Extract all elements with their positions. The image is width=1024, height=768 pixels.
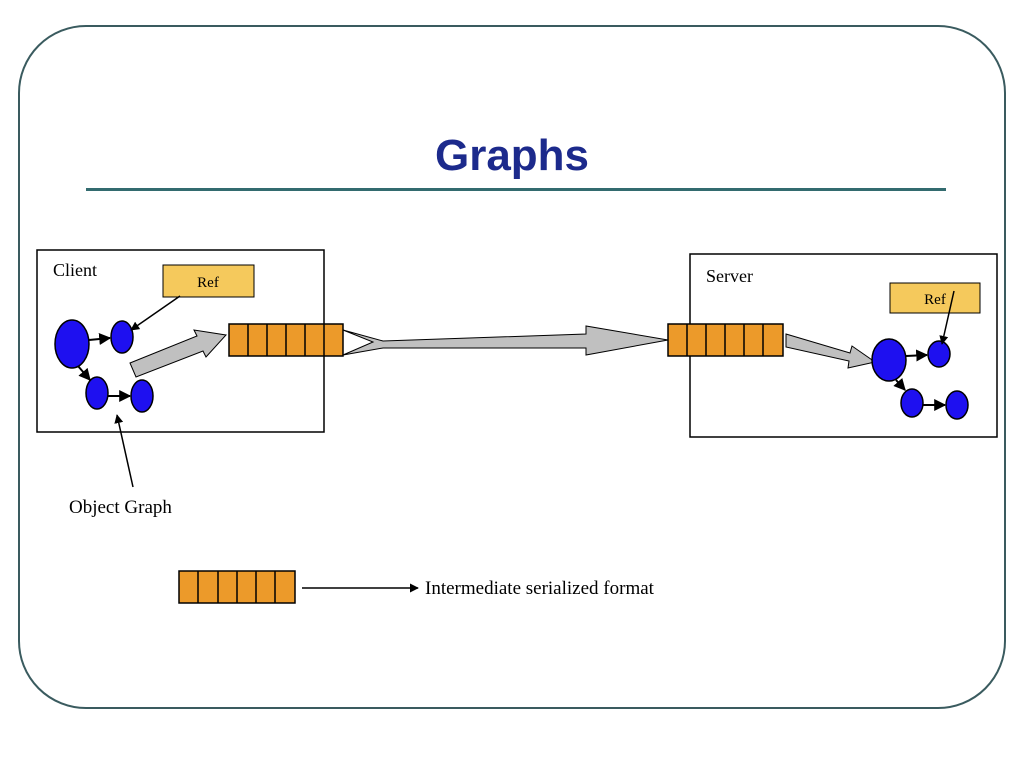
client-node-4 — [130, 379, 154, 413]
client-to-buffer-arrow — [129, 329, 227, 378]
title-underline — [86, 188, 946, 191]
buffer-to-server-arrow — [785, 333, 877, 369]
server-node-3 — [900, 388, 924, 418]
legend-buffer-swatch — [178, 570, 296, 604]
server-ref-label: Ref — [924, 292, 946, 308]
server-ref-box — [889, 282, 981, 314]
object-graph-pointer — [114, 414, 134, 488]
client-ref-label: Ref — [197, 275, 219, 291]
server-ref-pointer — [939, 290, 955, 345]
server-node-2 — [927, 340, 951, 368]
legend-label: Intermediate serialized format — [425, 578, 655, 599]
client-edge-2 — [77, 365, 91, 381]
client-serialized-buffer — [228, 323, 344, 357]
client-edge-1 — [88, 333, 112, 345]
server-serialized-buffer — [667, 323, 784, 357]
server-label: Server — [706, 266, 753, 286]
slide-title: Graphs — [434, 131, 590, 180]
client-label: Client — [53, 260, 97, 280]
client-ref-pointer — [130, 295, 181, 331]
client-node-3 — [85, 376, 109, 410]
client-ref-box — [162, 264, 255, 298]
server-edge-1 — [905, 349, 929, 362]
client-node-2 — [110, 320, 134, 354]
server-root-node — [871, 338, 907, 382]
object-graph-label: Object Graph — [69, 497, 172, 518]
slide-frame — [18, 25, 1006, 709]
server-edge-2 — [893, 377, 906, 391]
server-node-4 — [945, 390, 969, 420]
transfer-arrow — [342, 325, 669, 356]
client-root-node — [54, 319, 90, 369]
